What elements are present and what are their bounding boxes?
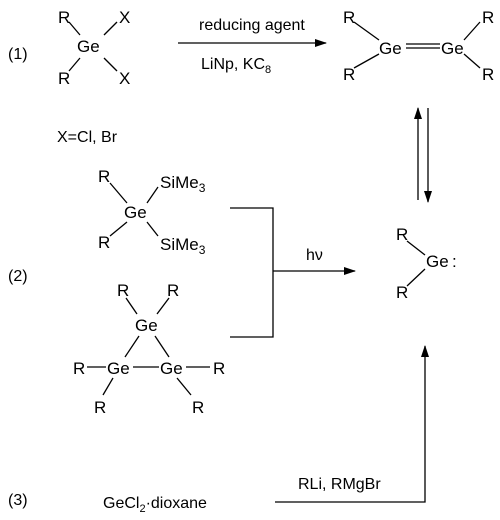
bond [109, 221, 128, 237]
condition-hv: hν [306, 247, 323, 264]
atom-x: X [119, 69, 130, 88]
bond [353, 21, 380, 41]
germylene-structure: R Ge : R [396, 225, 457, 302]
bond [463, 53, 481, 69]
bond [176, 377, 192, 396]
atom-r: R [167, 281, 179, 300]
bond [463, 21, 481, 41]
reagent-reducing-agent: reducing agent [199, 17, 305, 34]
bond [156, 297, 170, 315]
bond [353, 53, 380, 69]
atom-ge: Ge [77, 37, 100, 56]
step-3-label: (3) [8, 492, 28, 509]
atom-r: R [58, 8, 70, 27]
atom-r: R [58, 69, 70, 88]
reagent-linp-kc8: LiNp, KC8 [201, 56, 271, 76]
dihalogermane-structure: R X Ge R X [58, 8, 130, 88]
lone-pair: : [452, 252, 457, 271]
atom-ge: Ge [107, 359, 130, 378]
atom-ge: Ge [135, 316, 158, 335]
bond [102, 377, 114, 396]
bond [406, 240, 426, 256]
bond [146, 221, 159, 237]
atom-r: R [117, 281, 129, 300]
atom-r: R [213, 359, 225, 378]
atom-r: R [98, 167, 110, 186]
ring-bond [124, 335, 140, 358]
trimethylsilyl-group: SiMe3 [160, 173, 206, 195]
bond [406, 268, 426, 287]
reagents-rli-rmgbr: RLi, RMgBr [298, 476, 381, 493]
step-1-label: (1) [8, 46, 28, 63]
atom-ge: Ge [441, 39, 464, 58]
ring-bond [154, 335, 170, 358]
bond [146, 186, 159, 204]
bond [109, 182, 128, 204]
atom-r: R [396, 225, 408, 244]
atom-r: R [192, 398, 204, 417]
atom-ge: Ge [426, 252, 449, 271]
atom-ge: Ge [124, 203, 147, 222]
x-definition: X=Cl, Br [57, 129, 118, 146]
atom-r: R [482, 8, 494, 27]
atom-ge: Ge [160, 359, 183, 378]
atom-r: R [94, 398, 106, 417]
atom-r: R [98, 233, 110, 252]
trimethylsilyl-group: SiMe3 [160, 235, 206, 257]
bond [68, 57, 81, 72]
bond [103, 57, 118, 72]
bis-silyl-germane-structure: R SiMe3 Ge R SiMe3 [98, 167, 206, 257]
digermene-structure: R R Ge Ge R R [343, 8, 494, 84]
bond [68, 21, 81, 36]
atom-x: X [119, 8, 130, 27]
atom-ge: Ge [379, 39, 402, 58]
bond [103, 21, 118, 36]
atom-r: R [396, 283, 408, 302]
atom-r: R [73, 359, 85, 378]
bond [125, 297, 138, 315]
cyclotrigermane-structure: R R Ge R Ge Ge R R R [73, 281, 225, 417]
atom-r: R [343, 65, 355, 84]
arrow-reaction-3 [275, 345, 429, 503]
step-2-label: (2) [8, 268, 28, 285]
atom-r: R [482, 65, 494, 84]
reactant-bracket [230, 207, 274, 338]
atom-r: R [343, 8, 355, 27]
reactant-gecl2-dioxane: GeCl2·dioxane [103, 495, 207, 515]
